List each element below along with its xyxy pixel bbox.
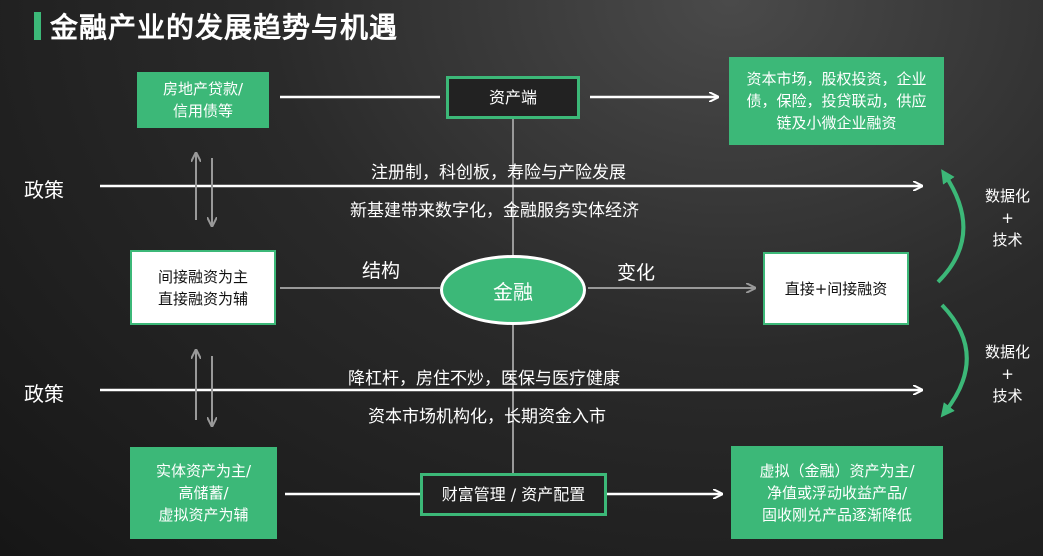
side-note-top: 数据化 + 技术 [985,187,1031,249]
policy1-line1: 注册制，科创板，寿险与产险发展 [371,163,626,183]
policy2-line1: 降杠杆，房住不炒，医保与医疗健康 [348,369,620,389]
policy-label-1: 政策 [24,178,64,202]
bottom-right-box: 虚拟（金融）资产为主/ 净值或浮动收益产品/ 固收刚兑产品逐渐降低 [731,446,943,539]
wealth-management-box: 财富管理 / 资产配置 [420,473,607,516]
asset-side-box: 资产端 [446,76,580,119]
finance-ellipse: 金融 [440,255,586,325]
page-title: 金融产业的发展趋势与机遇 [50,11,399,44]
mid-right-box: 直接+间接融资 [763,252,909,325]
policy2-line2: 资本市场机构化，长期资金入市 [368,407,606,427]
side-note-bottom: 数据化 + 技术 [985,343,1031,405]
title-accent-bar [34,12,41,40]
policy1-line2: 新基建带来数字化，金融服务实体经济 [350,201,639,221]
bottom-left-box: 实体资产为主/ 高储蓄/ 虚拟资产为辅 [130,447,277,539]
mid-left-box: 间接融资为主 直接融资为辅 [130,250,276,325]
structure-label: 结构 [362,260,401,282]
policy-label-2: 政策 [24,382,64,406]
top-right-box: 资本市场，股权投资，企业 债，保险，投贷联动，供应 链及小微企业融资 [729,57,944,145]
change-label: 变化 [617,262,656,284]
top-left-box: 房地产贷款/ 信用债等 [137,72,269,128]
